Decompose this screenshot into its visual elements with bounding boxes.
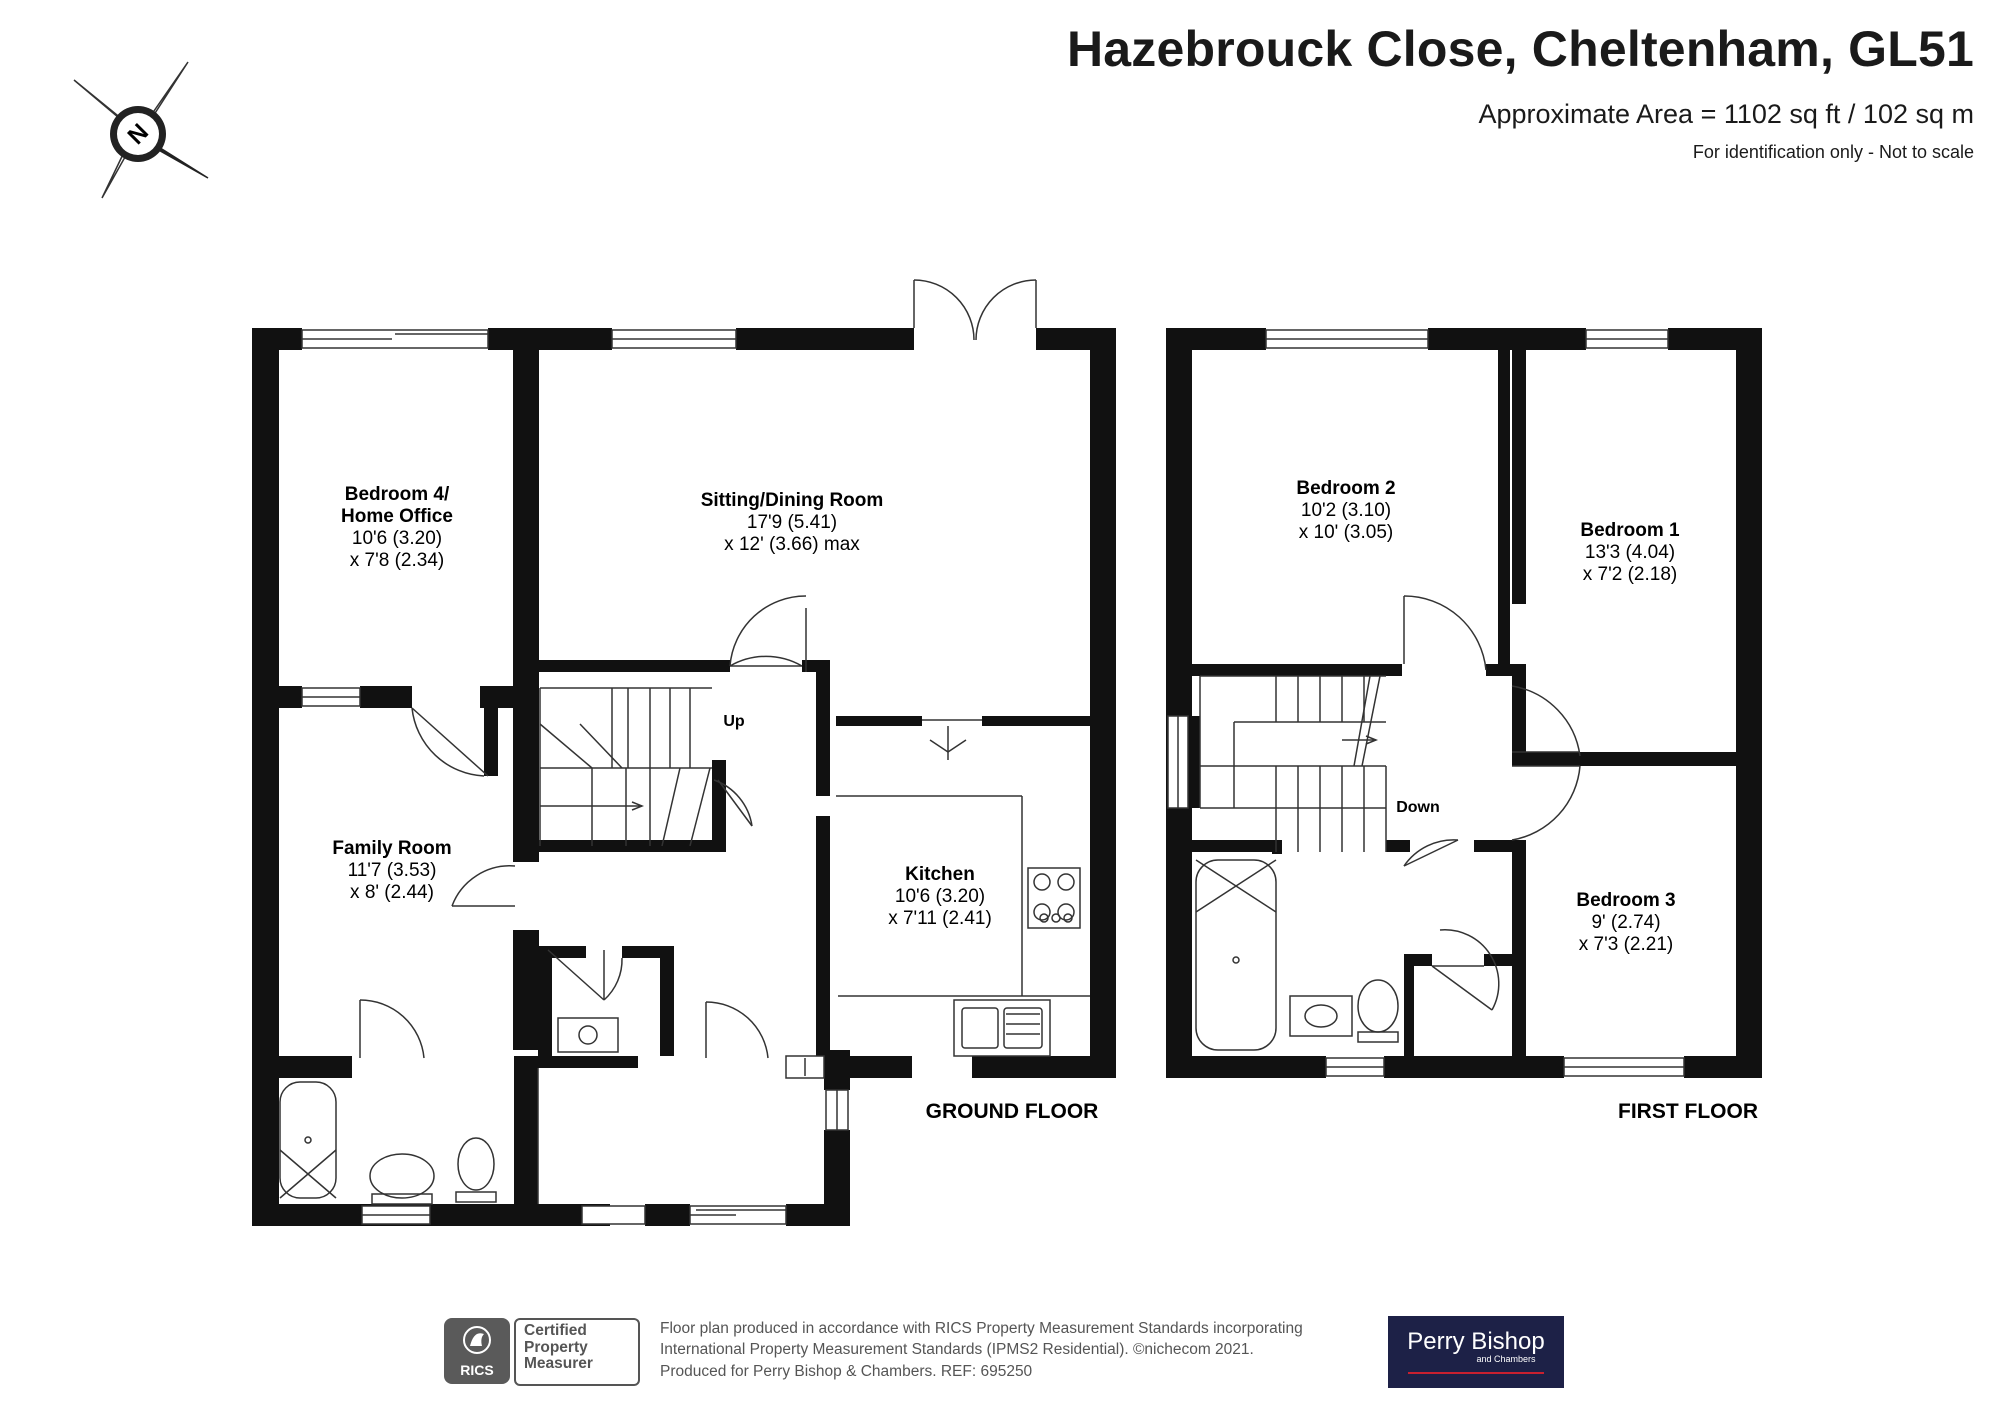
- lion-icon: [463, 1326, 491, 1354]
- room-dim-bedroom-2-2: x 10' (3.05): [1299, 522, 1393, 543]
- first-floor-walls: [1166, 328, 1762, 1078]
- footer-text: Floor plan produced in accordance with R…: [660, 1318, 1303, 1382]
- room-dim-bedroom-1-2: x 7'2 (2.18): [1583, 564, 1677, 585]
- room-dim-sitting-dining-2: x 12' (3.66) max: [724, 534, 860, 555]
- rics-logo: RICS Certified Property Measurer: [444, 1318, 644, 1386]
- room-dim-sitting-dining-1: 17'9 (5.41): [747, 512, 837, 533]
- room-dim-bedroom-2-1: 10'2 (3.10): [1301, 500, 1391, 521]
- approximate-area: Approximate Area = 1102 sq ft / 102 sq m: [1478, 99, 1974, 129]
- certified-measurer-badge: Certified Property Measurer: [514, 1318, 640, 1386]
- footer-line-3: Produced for Perry Bishop & Chambers. RE…: [660, 1362, 1033, 1380]
- stairs-up-label: Up: [723, 713, 745, 730]
- ground-floor-walls: [252, 328, 1116, 1226]
- rics-badge: RICS: [444, 1318, 510, 1384]
- room-dim-bedroom-1-1: 13'3 (4.04): [1585, 542, 1675, 563]
- room-name-bedroom-3: Bedroom 3: [1576, 890, 1675, 911]
- room-name-bedroom-1: Bedroom 1: [1580, 520, 1680, 541]
- compass-icon: N: [73, 61, 209, 199]
- room-dim-bedroom-4-1: 10'6 (3.20): [352, 528, 442, 549]
- room-dim-kitchen-2: x 7'11 (2.41): [888, 908, 992, 929]
- first-floor-fixtures: [1167, 329, 1685, 1077]
- ground-floor-labels: Bedroom 4/ Home Office 10'6 (3.20) x 7'8…: [332, 484, 1098, 1123]
- first-floor-labels: Bedroom 2 10'2 (3.10) x 10' (3.05) Bedro…: [1296, 478, 1758, 1123]
- room-dim-kitchen-1: 10'6 (3.20): [895, 886, 985, 907]
- agent-logo: Perry Bishop and Chambers: [1388, 1316, 1564, 1388]
- room-dim-family-room-1: 11'7 (3.53): [348, 860, 437, 881]
- room-name-bedroom-2: Bedroom 2: [1296, 478, 1395, 499]
- room-name-kitchen: Kitchen: [905, 864, 975, 885]
- stairs-down-label: Down: [1396, 799, 1440, 816]
- first-floor-label: FIRST FLOOR: [1618, 1100, 1758, 1123]
- agent-accent-bar: [1408, 1372, 1544, 1374]
- room-dim-bedroom-4-2: x 7'8 (2.34): [350, 550, 444, 571]
- room-name-bedroom-4-line2: Home Office: [341, 506, 453, 527]
- room-name-sitting-dining: Sitting/Dining Room: [701, 490, 884, 511]
- room-name-bedroom-4: Bedroom 4/: [345, 484, 450, 505]
- footer-line-2: International Property Measurement Stand…: [660, 1341, 1254, 1359]
- room-name-family-room: Family Room: [332, 838, 451, 859]
- agent-name: Perry Bishop: [1407, 1328, 1545, 1355]
- scale-note: For identification only - Not to scale: [1692, 142, 1974, 162]
- ground-floor-fixtures: [279, 279, 1090, 1225]
- footer-line-1: Floor plan produced in accordance with R…: [660, 1320, 1303, 1337]
- rics-badge-text: RICS: [460, 1362, 494, 1378]
- cert-line-1: Certified: [524, 1322, 587, 1339]
- header: Hazebrouck Close, Cheltenham, GL51 Appro…: [1067, 22, 1974, 163]
- page-title: Hazebrouck Close, Cheltenham, GL51: [1066, 21, 1974, 77]
- room-dim-family-room-2: x 8' (2.44): [350, 882, 434, 903]
- room-dim-bedroom-3-2: x 7'3 (2.21): [1579, 934, 1673, 955]
- room-dim-bedroom-3-1: 9' (2.74): [1591, 912, 1660, 933]
- cert-line-3: Measurer: [524, 1355, 593, 1373]
- ground-floor-label: GROUND FLOOR: [926, 1100, 1099, 1123]
- cert-line-2: Property: [524, 1338, 588, 1356]
- agent-subname: and Chambers: [1476, 1354, 1536, 1364]
